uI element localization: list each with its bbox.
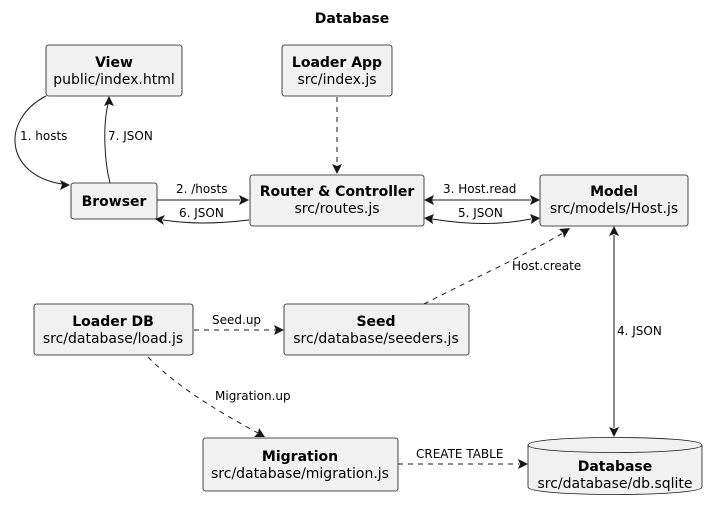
edge-slash-hosts: 2. /hosts (157, 182, 249, 205)
node-router-title: Router & Controller (260, 184, 415, 200)
node-database-subtitle: src/database/db.sqlite (537, 476, 692, 492)
edge-create-table-label: CREATE TABLE (416, 447, 503, 461)
edge-migration-up-label: Migration.up (215, 389, 291, 403)
node-view[interactable]: View public/index.html (45, 44, 183, 97)
node-model-subtitle: src/models/Host.js (550, 201, 678, 217)
node-browser[interactable]: Browser (70, 182, 158, 220)
node-seed-title: Seed (356, 314, 395, 330)
node-migration[interactable]: Migration src/database/migration.js (202, 437, 399, 492)
edge-json5: 5. JSON (424, 206, 540, 224)
diagram-title: Database (315, 11, 390, 27)
edge-host-create-label: Host.create (512, 259, 581, 273)
edge-slash-hosts-label: 2. /hosts (176, 182, 227, 196)
edge-seed-up: Seed.up (194, 313, 284, 335)
edge-json6: 6. JSON (155, 206, 250, 225)
node-loader-db-title: Loader DB (72, 314, 154, 330)
edge-json4: 4. JSON (609, 226, 662, 437)
edge-host-create: Host.create (423, 228, 581, 305)
edge-json5-label: 5. JSON (458, 206, 503, 220)
edge-hosts: 1. hosts (14, 95, 70, 190)
edge-host-read: 3. Host.read (424, 182, 540, 205)
node-migration-subtitle: src/database/migration.js (211, 466, 389, 482)
node-loader-db-subtitle: src/database/load.js (43, 331, 183, 347)
node-seed[interactable]: Seed src/database/seeders.js (283, 303, 470, 356)
node-loader-app-title: Loader App (292, 55, 382, 71)
node-loader-app-subtitle: src/index.js (297, 72, 376, 88)
node-model[interactable]: Model src/models/Host.js (539, 174, 689, 227)
edge-json4-label: 4. JSON (617, 324, 662, 338)
edge-loader-app-router (332, 97, 342, 174)
edge-json7-label: 7. JSON (108, 129, 153, 143)
node-model-title: Model (590, 184, 638, 200)
node-migration-title: Migration (262, 449, 338, 465)
edge-hosts-label: 1. hosts (20, 129, 67, 143)
node-loader-db[interactable]: Loader DB src/database/load.js (33, 303, 194, 356)
edge-migration-up: Migration.up (147, 356, 291, 437)
edge-create-table: CREATE TABLE (398, 447, 528, 469)
edge-host-read-label: 3. Host.read (443, 182, 516, 196)
node-browser-title: Browser (82, 194, 147, 210)
node-seed-subtitle: src/database/seeders.js (293, 331, 458, 347)
node-database[interactable]: Database src/database/db.sqlite (527, 437, 703, 495)
node-view-subtitle: public/index.html (53, 72, 174, 88)
node-database-title: Database (578, 459, 653, 475)
edge-json6-label: 6. JSON (179, 206, 224, 220)
node-router[interactable]: Router & Controller src/routes.js (249, 174, 425, 227)
node-view-title: View (95, 55, 133, 71)
node-router-subtitle: src/routes.js (294, 201, 379, 217)
edge-seed-up-label: Seed.up (212, 313, 261, 327)
edge-json7: 7. JSON (104, 96, 153, 184)
node-loader-app[interactable]: Loader App src/index.js (281, 44, 393, 97)
